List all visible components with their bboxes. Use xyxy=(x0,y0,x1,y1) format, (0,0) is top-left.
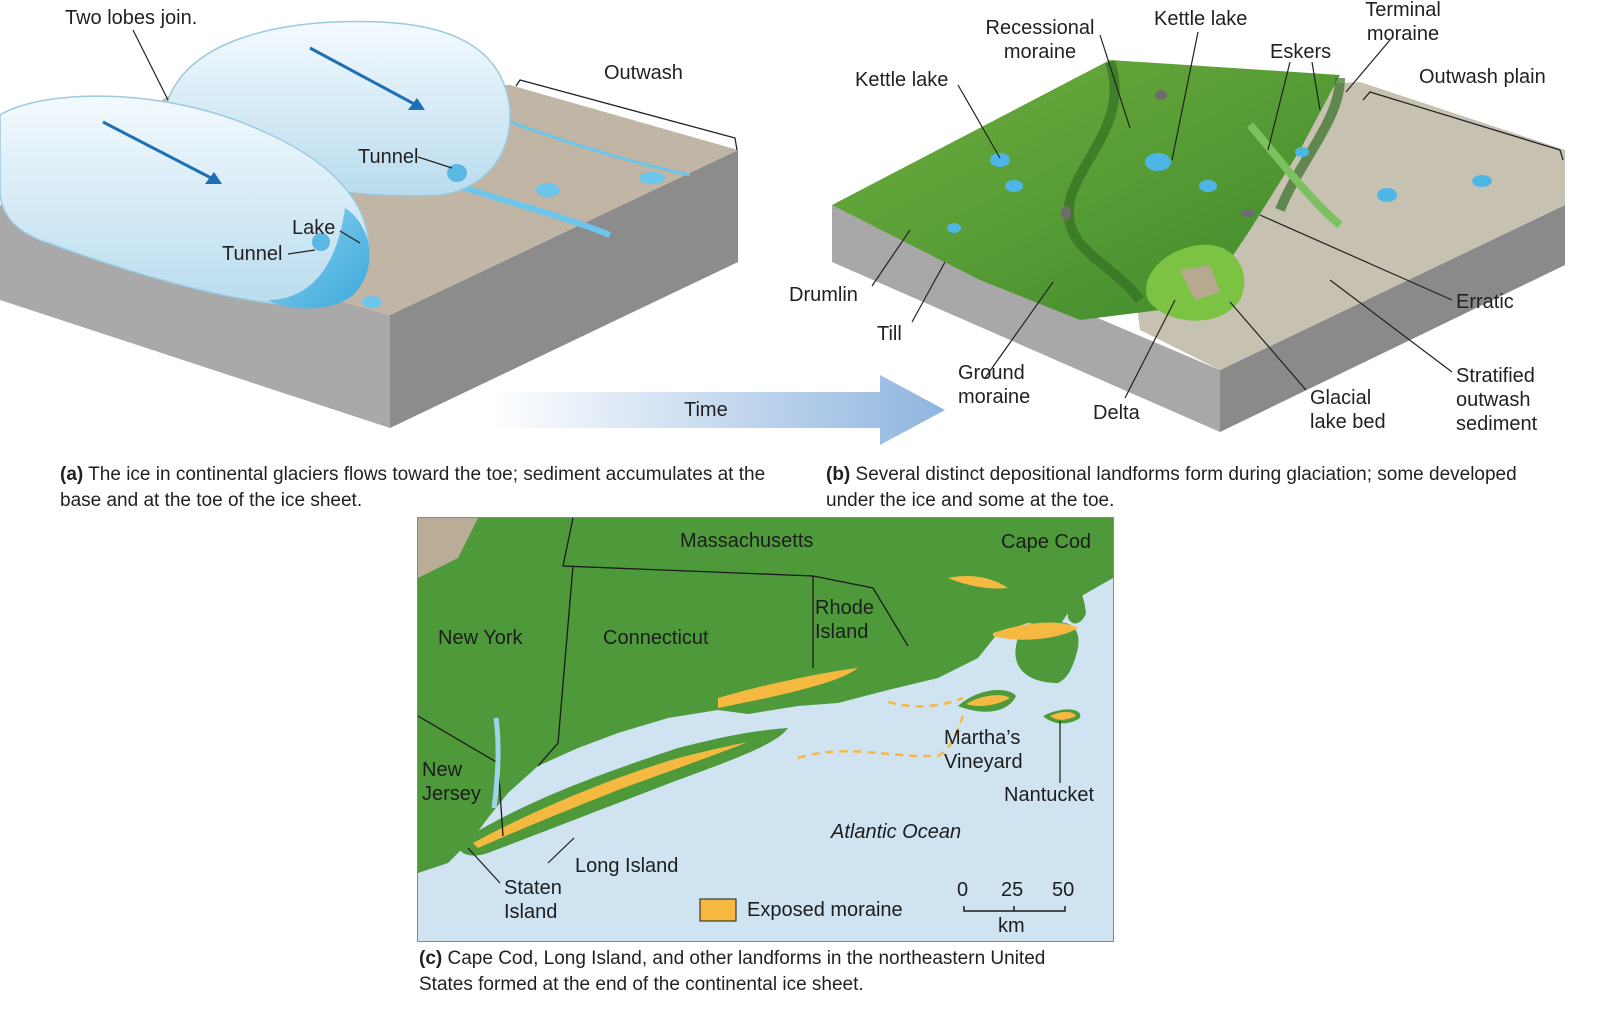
map-label-massachusetts: Massachusetts xyxy=(680,530,814,552)
tunnel-upper xyxy=(447,164,467,182)
label-terminal-moraine: Terminal moraine xyxy=(1365,0,1441,45)
label-ground-moraine: Ground moraine xyxy=(958,362,1031,408)
long-island xyxy=(458,728,788,856)
outwash-plain-bracket xyxy=(1362,91,1564,161)
legend-swatch xyxy=(699,898,737,922)
label-recessional-moraine: Recessional moraine xyxy=(985,17,1095,63)
kettle-lake-2 xyxy=(1145,153,1171,171)
label-kettle-lake-left: Kettle lake xyxy=(855,69,949,91)
caption-c: (c) Cape Cod, Long Island, and other lan… xyxy=(419,946,1079,998)
caption-c-text: Cape Cod, Long Island, and other landfor… xyxy=(419,948,1046,995)
panel-a-ice-sheet-diagram: Two lobes join. Outwash Tunnel Lake Tunn… xyxy=(0,0,760,440)
recessional-moraine-ridge xyxy=(1063,60,1144,304)
panel-a-illustration xyxy=(0,20,738,428)
map-label-new-york: New York xyxy=(438,627,523,649)
label-outwash-plain: Outwash plain xyxy=(1419,66,1546,88)
map-label-nantucket: Nantucket xyxy=(1004,784,1095,806)
caption-c-letter: (c) xyxy=(419,948,443,969)
landform-block-front xyxy=(832,205,1220,432)
map-label-long-island: Long Island xyxy=(575,855,679,877)
erratic-boulder xyxy=(1241,209,1255,217)
map-label-rhode-island: Rhode Island xyxy=(815,597,874,643)
label-tunnel-lower: Tunnel xyxy=(222,243,283,265)
label-stratified-outwash-sediment: Stratified outwash sediment xyxy=(1456,365,1538,435)
moraine-nantucket xyxy=(1050,711,1076,720)
submerged-moraine-line-2 xyxy=(797,715,965,760)
caption-a-text: The ice in continental glaciers flows to… xyxy=(60,464,766,511)
caption-b-letter: (b) xyxy=(826,464,851,485)
terminal-moraine-ridge xyxy=(1275,77,1345,212)
moraine-marthas xyxy=(966,695,1010,706)
label-till: Till xyxy=(877,323,902,345)
map-label-marthas-vineyard: Martha’s Vineyard xyxy=(944,727,1023,773)
caption-b: (b) Several distinct depositional landfo… xyxy=(826,462,1546,514)
legend-label: Exposed moraine xyxy=(747,899,903,921)
label-kettle-lake-top: Kettle lake xyxy=(1154,8,1248,30)
hudson-river xyxy=(491,717,501,809)
landform-block-side xyxy=(1220,205,1565,432)
caption-b-text: Several distinct depositional landforms … xyxy=(826,464,1517,511)
label-drumlin: Drumlin xyxy=(789,284,858,306)
map-label-cape-cod: Cape Cod xyxy=(1001,531,1092,553)
moraine-long-island xyxy=(473,742,748,848)
panel-b-illustration xyxy=(832,31,1565,432)
flow-arrow-back xyxy=(408,98,425,110)
label-two-lobes-join: Two lobes join. xyxy=(65,7,198,29)
label-erratic: Erratic xyxy=(1456,291,1514,313)
map-illustration xyxy=(418,518,1113,941)
esker xyxy=(1246,122,1343,229)
map-label-new-jersey: New Jersey xyxy=(422,759,481,805)
label-eskers: Eskers xyxy=(1270,41,1332,63)
time-arrow: Time xyxy=(490,375,950,450)
label-tunnel-upper: Tunnel xyxy=(358,146,419,168)
time-arrow-shape xyxy=(490,375,945,445)
panel-c-map: Massachusetts Cape Cod Rhode Island New … xyxy=(417,517,1114,942)
caption-a-letter: (a) xyxy=(60,464,84,485)
label-delta: Delta xyxy=(1093,402,1140,424)
scale-bar xyxy=(963,906,1066,912)
scale-tick-50: 50 xyxy=(1052,879,1075,901)
tunnel-lower xyxy=(312,233,330,251)
outwash-bracket xyxy=(515,79,738,151)
map-label-connecticut: Connecticut xyxy=(603,627,709,649)
label-time: Time xyxy=(684,399,728,421)
scale-tick-0: 0 xyxy=(957,879,969,901)
moraine-rhode-island xyxy=(718,668,858,708)
caption-a: (a) The ice in continental glaciers flow… xyxy=(60,462,780,514)
submerged-moraine-line-1 xyxy=(887,696,964,708)
label-glacial-lake-bed: Glacial lake bed xyxy=(1310,387,1386,433)
moraine-cape-cod xyxy=(993,622,1078,640)
label-outwash: Outwash xyxy=(604,62,683,84)
scale-tick-25: 25 xyxy=(1001,879,1024,901)
state-borders xyxy=(418,518,909,837)
kettle-lake-1 xyxy=(990,153,1010,167)
label-lake: Lake xyxy=(292,217,336,239)
flow-arrow-front xyxy=(205,172,222,184)
map-label-staten-island: Staten Island xyxy=(504,877,562,923)
map-label-atlantic-ocean: Atlantic Ocean xyxy=(831,821,962,843)
moraine-cape-upper xyxy=(948,576,1008,589)
delta xyxy=(1180,265,1220,300)
panel-b-landforms-diagram: Recessional moraine Kettle lake Terminal… xyxy=(780,0,1600,445)
scale-unit: km xyxy=(998,915,1025,937)
sediment-block-side xyxy=(390,150,738,428)
